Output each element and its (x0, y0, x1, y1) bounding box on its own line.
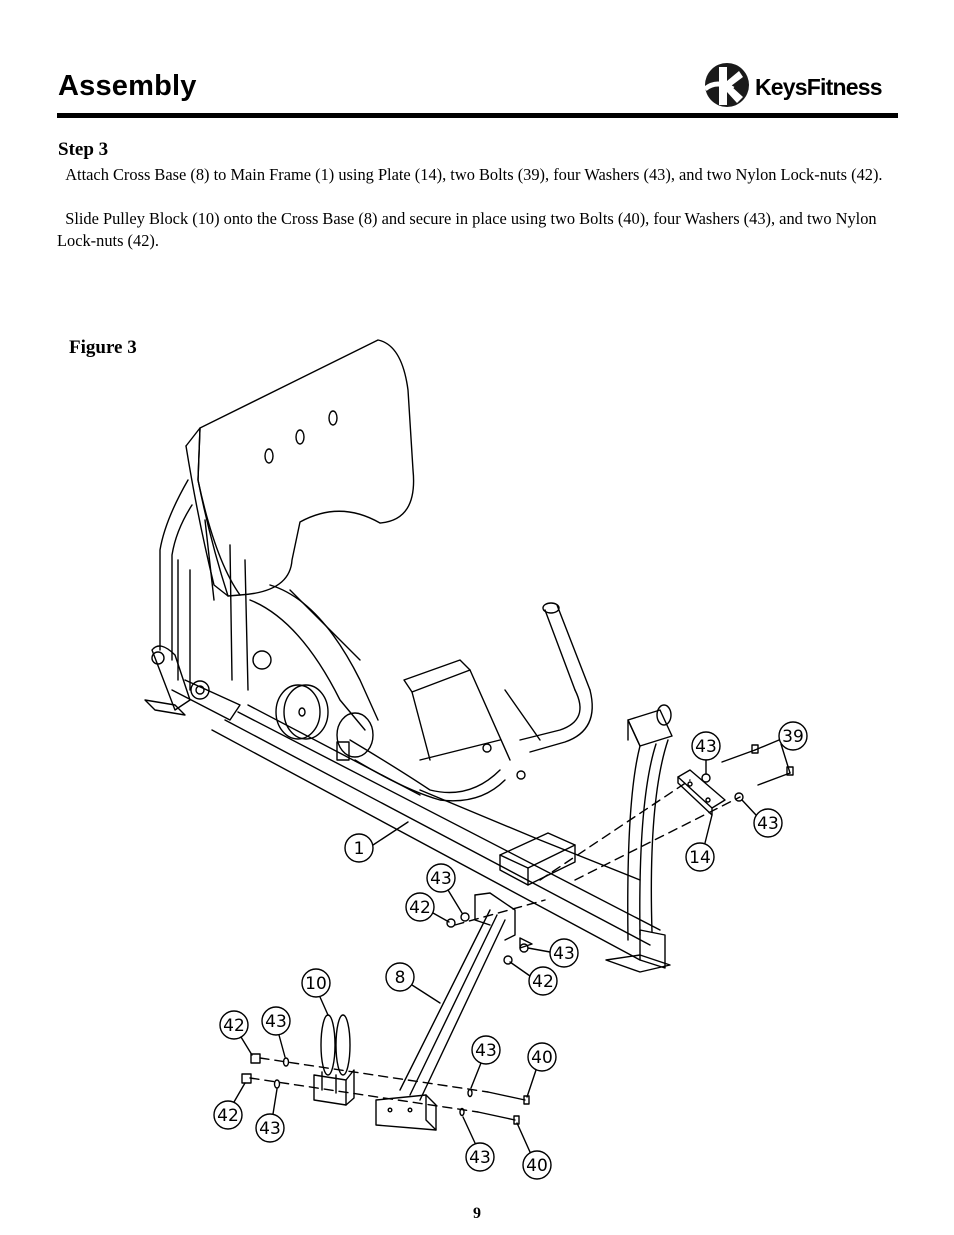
step-title: Step 3 (58, 139, 109, 160)
svg-text:40: 40 (526, 1156, 548, 1176)
callout-39: 39 (754, 721, 808, 774)
svg-text:42: 42 (409, 898, 431, 918)
svg-text:43: 43 (695, 737, 717, 757)
assembly-lines (249, 779, 741, 1113)
keysfitness-logo: KeysFitness (703, 59, 903, 111)
callout-43-plate: 43 (691, 731, 721, 775)
logo-text: KeysFitness (755, 74, 883, 100)
svg-text:8: 8 (395, 968, 406, 988)
instruction-paragraph-1: Attach Cross Base (8) to Main Frame (1) … (65, 165, 883, 184)
callout-8: 8 (385, 962, 441, 1004)
callout-40-top: 40 (526, 1042, 557, 1098)
figure-label: Figure 3 (69, 337, 137, 358)
svg-text:43: 43 (259, 1119, 281, 1139)
svg-text:42: 42 (223, 1016, 245, 1036)
callout-43-upper: 43 (426, 863, 463, 914)
callout-10: 10 (301, 968, 331, 1016)
callout-1: 1 (344, 821, 409, 863)
handle-bar (336, 602, 593, 802)
bolts-39 (701, 744, 794, 802)
pulley-wheels (275, 684, 374, 758)
callout-43-bolt-bottom: 43 (462, 1116, 495, 1172)
svg-text:43: 43 (475, 1041, 497, 1061)
back-pad (185, 339, 415, 597)
header-rule (57, 113, 898, 118)
bolts-40 (477, 1091, 530, 1125)
callout-43-top-left: 43 (261, 1006, 291, 1058)
rear-upright (144, 479, 272, 721)
main-frame (211, 704, 671, 973)
callout-14: 14 (685, 814, 715, 872)
pulley-block-10 (313, 1014, 355, 1106)
cross-base-8 (375, 892, 516, 1131)
svg-text:14: 14 (689, 848, 711, 868)
svg-text:42: 42 (532, 972, 554, 992)
callout-40-bottom: 40 (516, 1122, 552, 1180)
mount-block (499, 832, 576, 886)
front-upright (627, 704, 673, 941)
svg-text:43: 43 (757, 814, 779, 834)
keysfitness-emblem-icon (703, 63, 749, 107)
callout-42-upper-left: 42 (405, 892, 450, 923)
svg-text:40: 40 (531, 1048, 553, 1068)
svg-text:43: 43 (469, 1148, 491, 1168)
callout-43-plate-right: 43 (741, 799, 783, 838)
callout-43-right: 43 (527, 938, 579, 968)
callout-42-bottom-left: 42 (213, 1082, 246, 1130)
svg-text:1: 1 (354, 839, 365, 859)
svg-text:10: 10 (305, 974, 327, 994)
page-number: 9 (473, 1205, 481, 1222)
callout-43-bottom-left: 43 (255, 1088, 285, 1143)
svg-text:43: 43 (265, 1012, 287, 1032)
page-title: Assembly (58, 70, 197, 102)
svg-text:42: 42 (217, 1106, 239, 1126)
instruction-paragraph-2: Slide Pulley Block (10) onto the Cross B… (57, 209, 877, 250)
callout-43-bolt-top: 43 (470, 1035, 501, 1089)
seat-support (249, 584, 379, 731)
svg-text:43: 43 (430, 869, 452, 889)
callout-42-top-left: 42 (219, 1010, 253, 1056)
callout-42-right: 42 (509, 961, 558, 996)
svg-text:39: 39 (782, 727, 804, 747)
svg-text:43: 43 (553, 944, 575, 964)
callouts: 1 8 10 14 39 40 40 42 (213, 721, 808, 1180)
